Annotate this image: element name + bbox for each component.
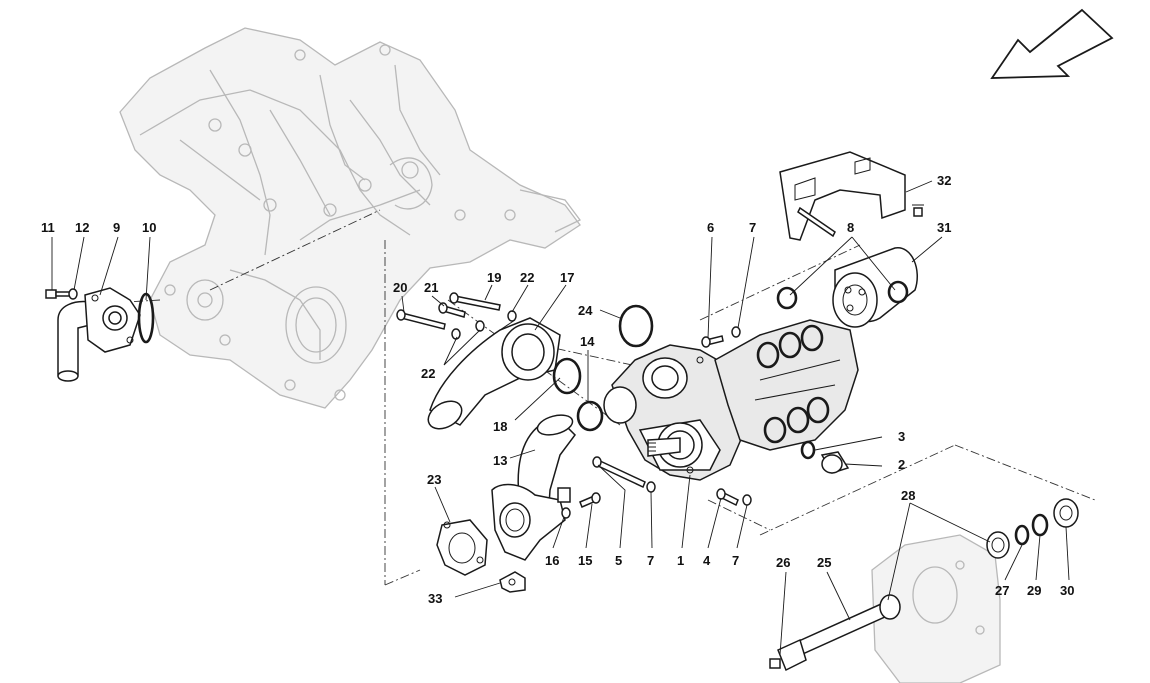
o-ring-18 xyxy=(552,357,582,395)
bracket-32 xyxy=(779,151,924,241)
bolt-15 xyxy=(579,492,601,508)
bolt-32 xyxy=(912,204,924,217)
gasket-23 xyxy=(436,519,488,576)
callout-3: 3 xyxy=(898,429,905,444)
callout-31: 31 xyxy=(937,220,951,235)
plug-2 xyxy=(820,451,850,474)
callout-16: 16 xyxy=(545,553,559,568)
callout-4: 4 xyxy=(703,553,711,568)
callout-6: 6 xyxy=(707,220,714,235)
callout-13: 13 xyxy=(493,453,507,468)
callout-27: 27 xyxy=(995,583,1009,598)
coupling-26 xyxy=(769,638,807,672)
callout-33: 33 xyxy=(428,591,442,606)
callout-9: 9 xyxy=(113,220,120,235)
washer-16 xyxy=(561,507,571,519)
callout-22b: 22 xyxy=(421,366,435,381)
arrow-down-left-icon xyxy=(990,8,1114,79)
bolt-4 xyxy=(716,488,739,507)
callout-21: 21 xyxy=(424,280,438,295)
gearbox-cover-ghost xyxy=(871,534,1001,683)
bearing-28 xyxy=(986,531,1010,559)
washer-12 xyxy=(68,288,78,300)
o-ring-24 xyxy=(618,304,654,348)
callout-22a: 22 xyxy=(520,270,534,285)
callout-20: 20 xyxy=(393,280,407,295)
bolt-21 xyxy=(438,302,466,318)
callout-28: 28 xyxy=(901,488,915,503)
washer-7b xyxy=(731,326,741,338)
o-ring-8a xyxy=(776,286,798,310)
leader-lines xyxy=(51,180,1070,656)
washer-22 xyxy=(507,310,517,322)
pipe-13 xyxy=(491,414,576,561)
bolt-20 xyxy=(396,309,446,330)
bolt-6 xyxy=(701,335,724,348)
callout-2: 2 xyxy=(898,457,905,472)
callout-25: 25 xyxy=(817,555,831,570)
callout-8: 8 xyxy=(847,220,854,235)
callout-19: 19 xyxy=(487,270,501,285)
callout-18: 18 xyxy=(493,419,507,434)
callout-32: 32 xyxy=(937,173,951,188)
callout-29: 29 xyxy=(1027,583,1041,598)
callout-17: 17 xyxy=(560,270,574,285)
callout-labels: 11 12 9 10 20 21 19 22 17 22 24 14 18 13… xyxy=(41,173,1074,606)
callout-1: 1 xyxy=(677,553,684,568)
callout-11: 11 xyxy=(41,220,55,235)
o-ring-8b xyxy=(887,280,909,304)
callout-24: 24 xyxy=(578,303,593,318)
callout-7c: 7 xyxy=(749,220,756,235)
thermostat-housing xyxy=(45,287,155,382)
callout-10: 10 xyxy=(142,220,156,235)
bearing-30 xyxy=(1053,498,1079,528)
washer-7a xyxy=(646,481,656,493)
bolt-5 xyxy=(592,456,646,489)
callout-23: 23 xyxy=(427,472,441,487)
water-pump-body xyxy=(603,344,749,481)
callout-7b: 7 xyxy=(732,553,739,568)
engine-block-ghost xyxy=(119,27,581,409)
washer-7c xyxy=(742,494,752,506)
clip-33 xyxy=(499,571,526,593)
callout-26: 26 xyxy=(776,555,790,570)
callout-5: 5 xyxy=(615,553,622,568)
bolt-19 xyxy=(449,292,501,311)
seal-27 xyxy=(1014,524,1030,546)
callout-7a: 7 xyxy=(647,553,654,568)
bolt-11 xyxy=(45,289,71,299)
callout-12: 12 xyxy=(75,220,89,235)
callout-30: 30 xyxy=(1060,583,1074,598)
outlet-pipe-17 xyxy=(396,292,561,430)
circlip-29 xyxy=(1031,513,1049,537)
callout-14: 14 xyxy=(580,334,595,349)
o-ring-3 xyxy=(800,440,816,460)
oil-pump-body xyxy=(714,319,859,451)
o-ring-14 xyxy=(576,400,604,432)
callout-15: 15 xyxy=(578,553,592,568)
